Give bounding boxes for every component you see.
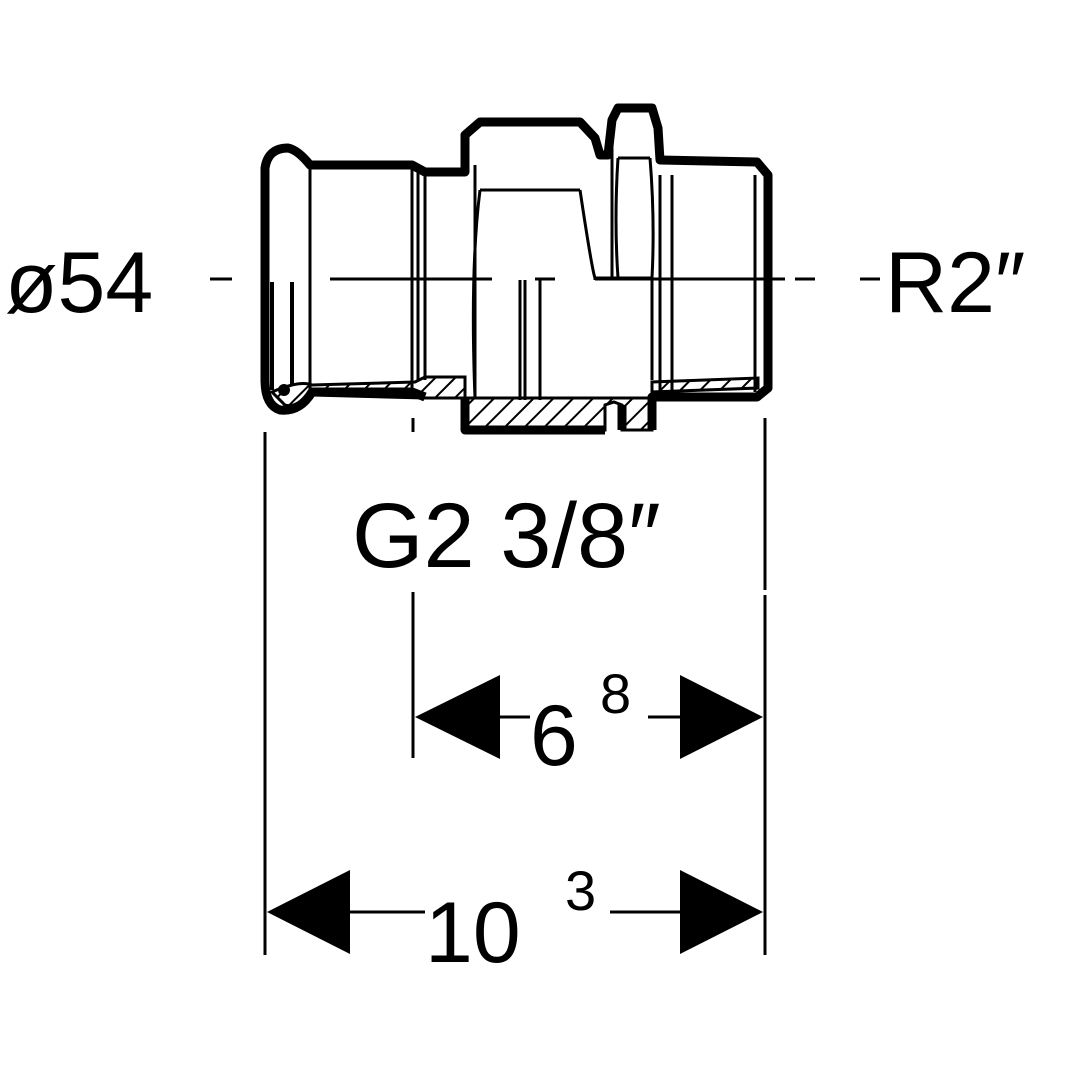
total-length-superscript: 3 [565,859,596,922]
arrow-right-icon [680,870,763,954]
left-diameter-label: ø54 [5,235,153,331]
inner-length-superscript: 8 [600,662,631,725]
arrow-left-icon [415,675,500,759]
inner-length-label: 6 [530,688,578,784]
fitting-outline [260,103,773,435]
union-thread-label: G2 3/8″ [352,485,661,587]
arrow-right-icon [680,675,763,759]
arrow-left-icon [267,870,350,954]
o-ring [278,384,290,396]
right-thread-label: R2″ [885,235,1025,331]
section-hatch [269,375,760,432]
total-length-label: 10 [425,885,521,981]
dimension-lines [263,418,767,955]
dimension-arrows [267,675,763,954]
